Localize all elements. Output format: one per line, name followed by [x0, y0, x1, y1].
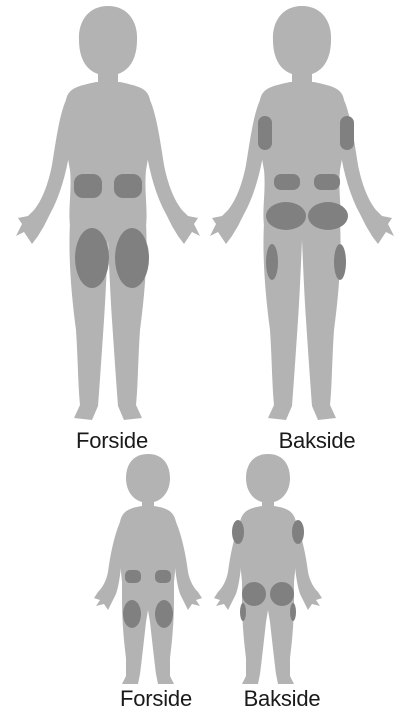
child-back-figure	[212, 452, 324, 688]
child-upper-arm-left-zone	[232, 520, 244, 544]
abdomen-left-zone	[74, 174, 102, 198]
child-abdomen-left-zone	[125, 570, 141, 583]
buttock-left-zone	[266, 202, 306, 230]
outer-thigh-right-zone	[334, 244, 346, 280]
child-back-silhouette	[212, 452, 324, 688]
child-abdomen-right-zone	[155, 570, 171, 583]
child-back-label: Bakside	[232, 686, 332, 712]
lower-back-right-zone	[314, 174, 340, 190]
outer-thigh-left-zone	[266, 244, 278, 280]
thigh-left-zone	[75, 228, 109, 288]
thigh-right-zone	[115, 228, 149, 288]
adult-front-silhouette	[8, 0, 212, 430]
child-front-figure	[92, 452, 204, 688]
adult-back-figure	[200, 0, 402, 430]
adult-front-label: Forside	[62, 428, 162, 454]
child-buttock-left-zone	[242, 582, 266, 606]
child-front-silhouette	[92, 452, 204, 688]
child-outer-thigh-right-zone	[290, 603, 296, 621]
abdomen-right-zone	[114, 174, 142, 198]
child-thigh-left-zone	[123, 600, 141, 628]
child-front-label: Forside	[108, 686, 204, 712]
adult-back-silhouette	[200, 0, 402, 430]
upper-arm-right-zone	[340, 116, 354, 150]
buttock-right-zone	[308, 202, 348, 230]
lower-back-left-zone	[274, 174, 300, 190]
adult-back-label: Bakside	[262, 428, 372, 454]
child-buttock-right-zone	[270, 582, 294, 606]
child-upper-arm-right-zone	[292, 520, 304, 544]
child-outer-thigh-left-zone	[240, 603, 246, 621]
adult-front-figure	[8, 0, 212, 430]
child-thigh-right-zone	[155, 600, 173, 628]
upper-arm-left-zone	[258, 116, 272, 150]
